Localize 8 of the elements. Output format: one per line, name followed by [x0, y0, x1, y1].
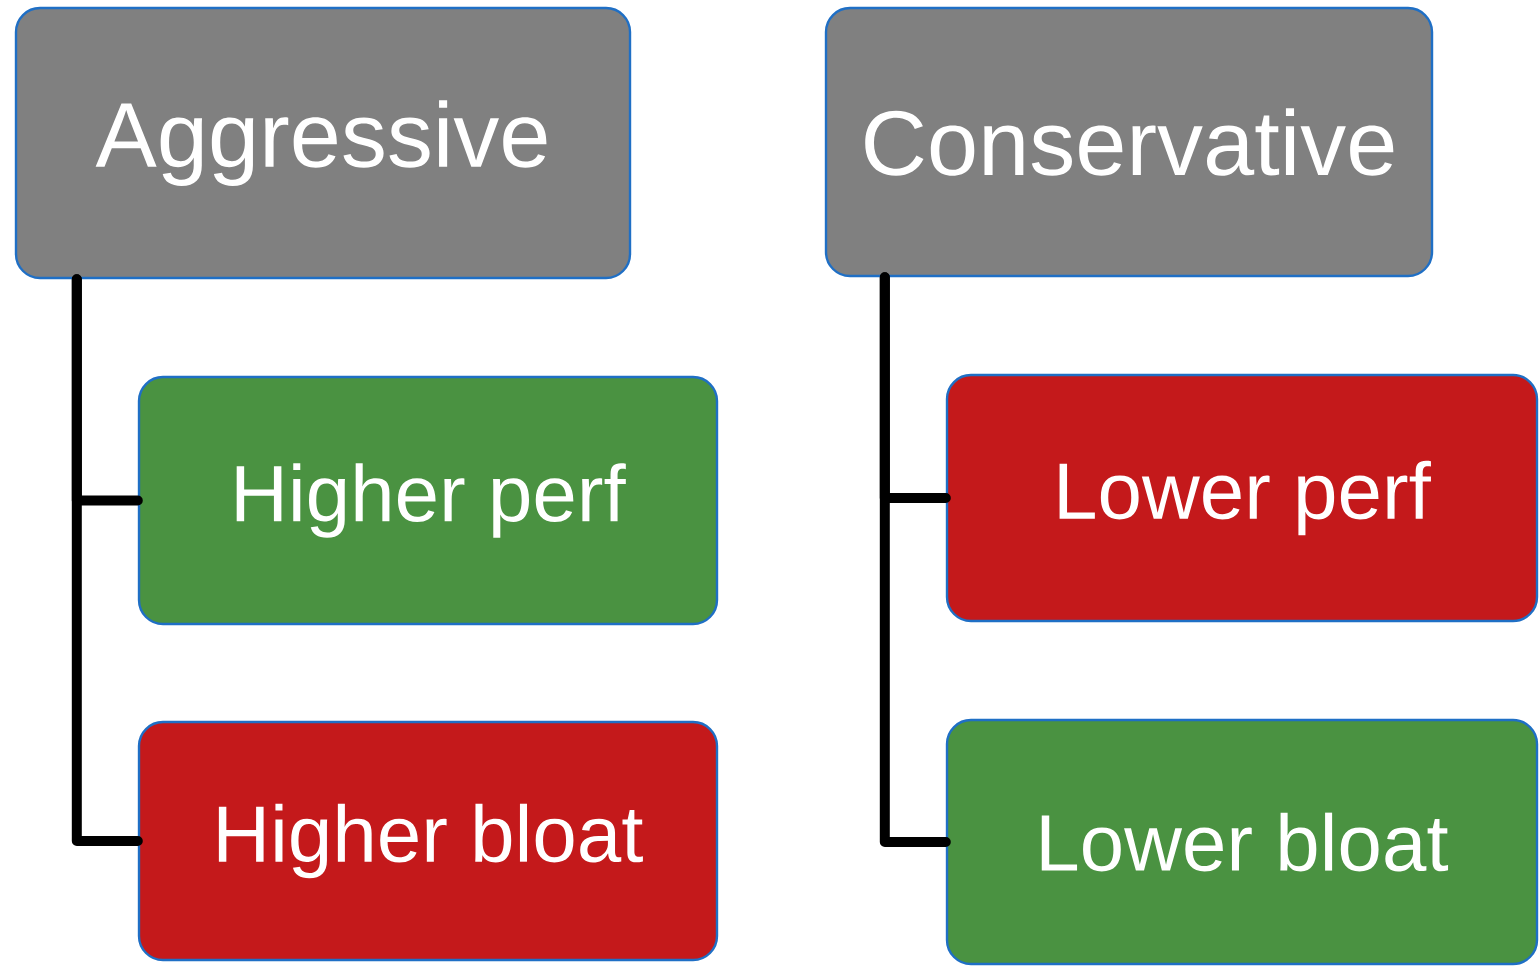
outcome-box: Higher perf: [137, 375, 719, 626]
connector-line: [879, 272, 951, 847]
connector-line: [71, 274, 143, 846]
category-box: Aggressive: [14, 6, 632, 280]
outcome-box: Lower bloat: [945, 718, 1539, 966]
outcome-box: Lower perf: [945, 373, 1539, 623]
category-box: Conservative: [824, 6, 1434, 278]
outcome-box: Higher bloat: [137, 720, 719, 962]
